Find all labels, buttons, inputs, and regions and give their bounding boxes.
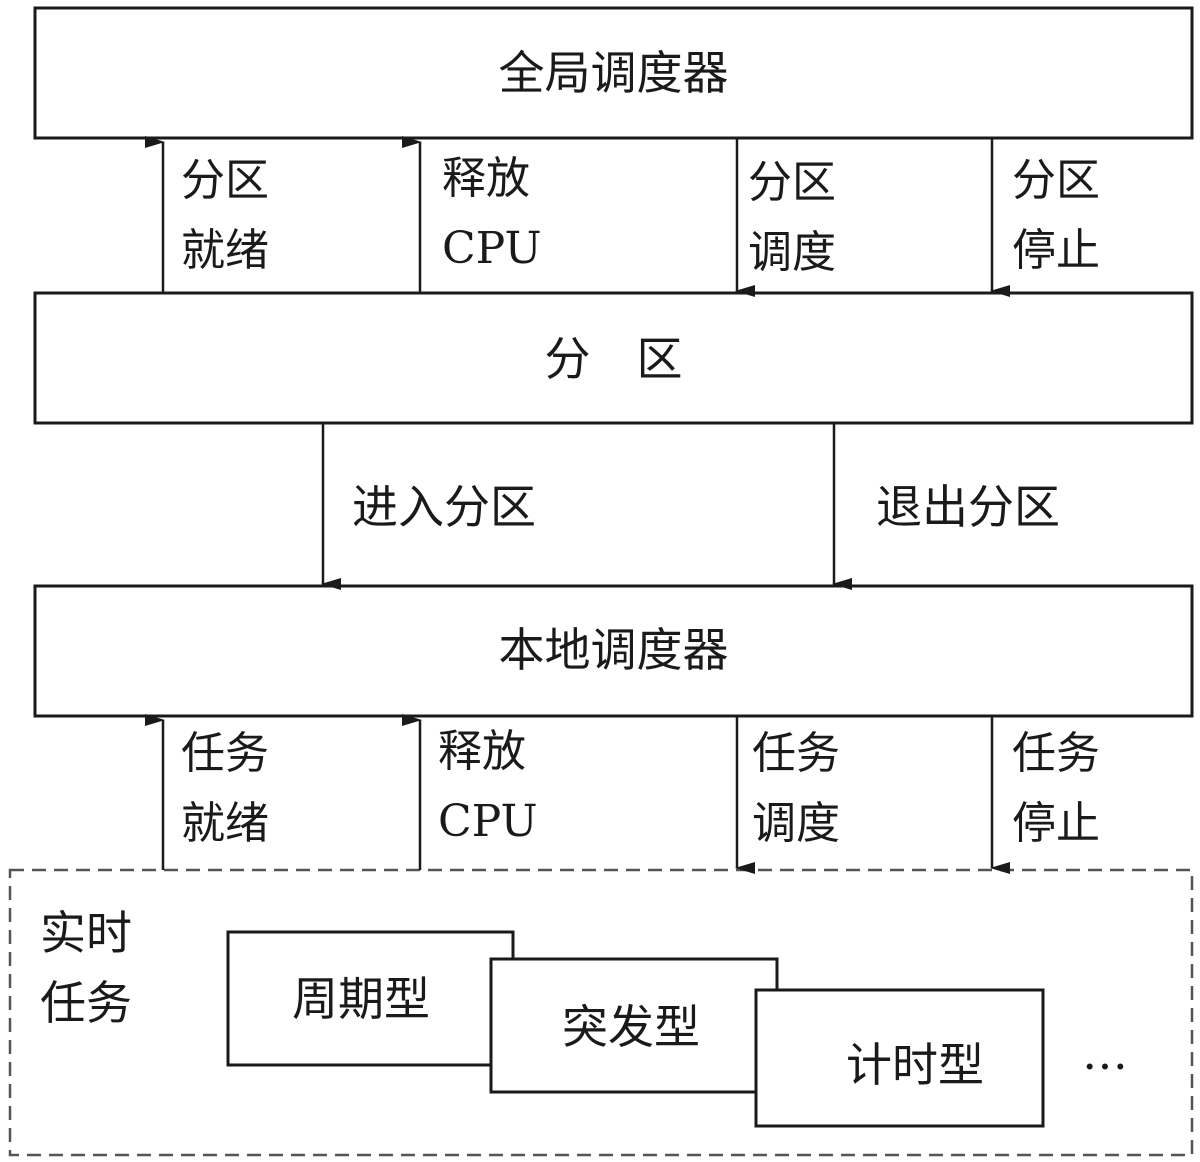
task-type-box-sporadic (489, 957, 779, 1094)
task-schedule-label: 任务 调度 (752, 728, 840, 849)
local-scheduler-box (33, 584, 1194, 718)
task-type-sporadic: 突发型 (562, 1000, 700, 1054)
release-cpu-upper-label: 释放 CPU (442, 153, 542, 274)
task-type-box-periodic (226, 930, 515, 1067)
local-scheduler-label: 本地调度器 (498, 623, 729, 677)
more-task-types-ellipsis: … (1082, 1026, 1128, 1080)
global-scheduler-label: 全局调度器 (498, 46, 729, 100)
global-scheduler-box (33, 6, 1194, 140)
realtime-task-area (8, 868, 1194, 1157)
exit-partition-label: 退出分区 (876, 480, 1060, 534)
partition-box (33, 291, 1194, 425)
task-type-box-timed (754, 988, 1045, 1128)
partition-label: 分 区 (544, 332, 683, 386)
release-cpu-lower-label: 释放 CPU (438, 726, 538, 847)
task-stop-label: 任务 停止 (1012, 728, 1100, 849)
partition-schedule-label: 分区 调度 (748, 157, 836, 278)
task-ready-label: 任务 就绪 (181, 728, 269, 849)
enter-partition-label: 进入分区 (352, 480, 536, 534)
realtime-tasks-label: 实时 任务 (40, 906, 132, 1030)
partition-stop-label: 分区 停止 (1012, 155, 1100, 276)
task-type-periodic: 周期型 (292, 972, 430, 1026)
partition-ready-label: 分区 就绪 (181, 155, 269, 276)
task-type-timed: 计时型 (846, 1038, 984, 1092)
